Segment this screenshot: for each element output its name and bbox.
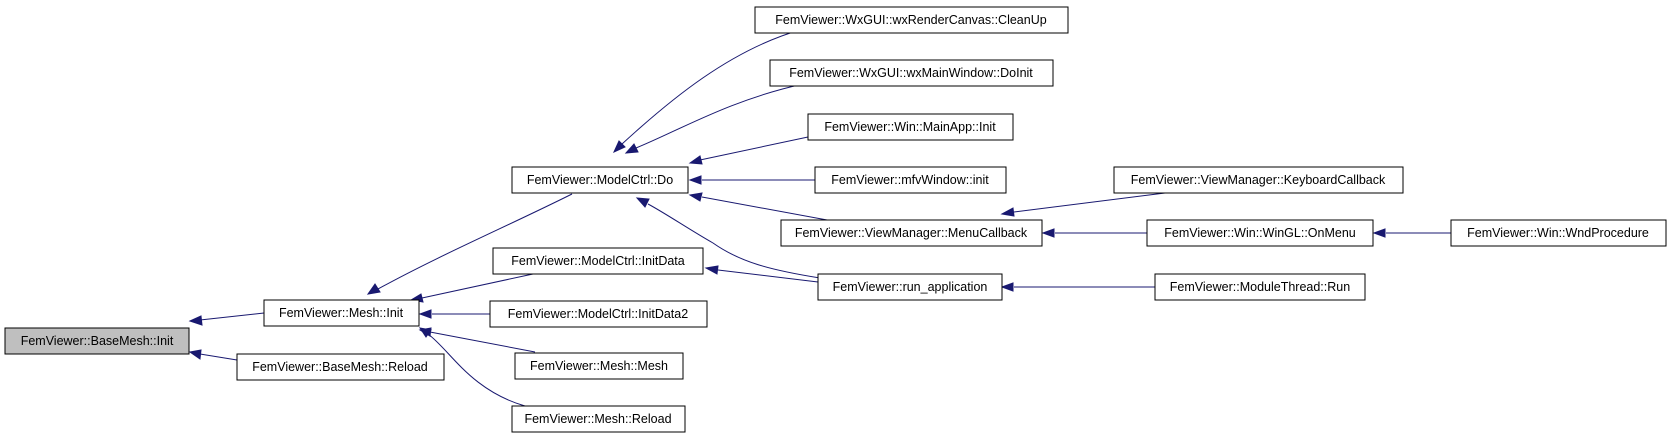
edge-doinit-to-modelctrl-do bbox=[624, 83, 804, 154]
node-label: FemViewer::ModelCtrl::InitData2 bbox=[508, 307, 688, 321]
node-mfvwindow-init[interactable]: FemViewer::mfvWindow::init bbox=[814, 166, 1007, 194]
edge-mesh-init-to-basemesh-init bbox=[188, 312, 265, 326]
node-mainapp-init[interactable]: FemViewer::Win::MainApp::Init bbox=[807, 113, 1014, 141]
node-label: FemViewer::BaseMesh::Init bbox=[21, 334, 174, 348]
node-win-wndprocedure[interactable]: FemViewer::Win::WndProcedure bbox=[1450, 219, 1667, 247]
node-modulethread-run[interactable]: FemViewer::ModuleThread::Run bbox=[1154, 273, 1366, 301]
node-label: FemViewer::WxGUI::wxMainWindow::DoInit bbox=[789, 66, 1033, 80]
node-label: FemViewer::BaseMesh::Reload bbox=[252, 360, 428, 374]
edge-onmenu-to-menucallback bbox=[1041, 228, 1147, 238]
node-modelctrl-initdata2[interactable]: FemViewer::ModelCtrl::InitData2 bbox=[489, 300, 708, 328]
node-viewmanager-keyboardcallback[interactable]: FemViewer::ViewManager::KeyboardCallback bbox=[1113, 166, 1404, 194]
node-wxmainwindow-doinit[interactable]: FemViewer::WxGUI::wxMainWindow::DoInit bbox=[769, 59, 1054, 87]
node-label: FemViewer::ModuleThread::Run bbox=[1170, 280, 1350, 294]
edge-modelctrl-initdata2-to-mesh-init bbox=[418, 309, 490, 319]
node-label: FemViewer::ViewManager::KeyboardCallback bbox=[1131, 173, 1386, 187]
node-label: FemViewer::mfvWindow::init bbox=[831, 173, 989, 187]
edge-modelctrl-do-to-mesh-init bbox=[366, 193, 573, 295]
node-wingl-onmenu[interactable]: FemViewer::Win::WinGL::OnMenu bbox=[1146, 219, 1374, 247]
node-label: FemViewer::ViewManager::MenuCallback bbox=[795, 226, 1028, 240]
edge-wndprocedure-to-onmenu bbox=[1372, 228, 1451, 238]
node-label: FemViewer::Win::WinGL::OnMenu bbox=[1164, 226, 1356, 240]
node-mesh-mesh[interactable]: FemViewer::Mesh::Mesh bbox=[514, 352, 684, 380]
edge-run-application-to-modelctrl-do bbox=[635, 197, 821, 279]
node-label: FemViewer::WxGUI::wxRenderCanvas::CleanU… bbox=[775, 13, 1046, 27]
node-mesh-reload[interactable]: FemViewer::Mesh::Reload bbox=[511, 405, 686, 433]
node-modelctrl-initdata[interactable]: FemViewer::ModelCtrl::InitData bbox=[492, 247, 704, 275]
edge-cleanup-to-modelctrl-do bbox=[612, 29, 801, 154]
edge-keyboardcallback-to-menucallback bbox=[1000, 192, 1166, 217]
node-viewmanager-menucallback[interactable]: FemViewer::ViewManager::MenuCallback bbox=[780, 219, 1043, 247]
edge-modulethread-run-to-run-application bbox=[1000, 282, 1155, 292]
node-mesh-init[interactable]: FemViewer::Mesh::Init bbox=[263, 299, 420, 327]
node-label: FemViewer::run_application bbox=[833, 280, 988, 294]
node-label: FemViewer::Mesh::Mesh bbox=[530, 359, 668, 373]
node-label: FemViewer::Win::MainApp::Init bbox=[824, 120, 996, 134]
node-label: FemViewer::Win::WndProcedure bbox=[1467, 226, 1649, 240]
edge-mesh-reload-to-mesh-init bbox=[418, 327, 526, 407]
edge-mfvwindow-init-to-modelctrl-do bbox=[688, 175, 815, 185]
node-basemesh-init[interactable]: FemViewer::BaseMesh::Init bbox=[4, 327, 190, 355]
node-run-application[interactable]: FemViewer::run_application bbox=[817, 273, 1003, 301]
node-basemesh-reload[interactable]: FemViewer::BaseMesh::Reload bbox=[236, 353, 445, 381]
edge-modelctrl-initdata-to-mesh-init bbox=[409, 273, 534, 303]
node-wxrendercanvas-cleanup[interactable]: FemViewer::WxGUI::wxRenderCanvas::CleanU… bbox=[754, 6, 1069, 34]
node-label: FemViewer::Mesh::Reload bbox=[524, 412, 671, 426]
node-label: FemViewer::ModelCtrl::InitData bbox=[511, 254, 684, 268]
edge-mesh-mesh-to-mesh-init bbox=[418, 327, 536, 353]
node-modelctrl-do[interactable]: FemViewer::ModelCtrl::Do bbox=[511, 166, 689, 194]
edge-mainapp-init-to-modelctrl-do bbox=[688, 136, 809, 165]
node-label: FemViewer::ModelCtrl::Do bbox=[527, 173, 673, 187]
edge-run-application-to-modelctrl-initdata bbox=[704, 265, 819, 283]
edge-basemesh-reload-to-basemesh-init bbox=[188, 349, 238, 361]
node-label: FemViewer::Mesh::Init bbox=[279, 306, 404, 320]
edge-menucallback-to-modelctrl-do bbox=[688, 192, 839, 223]
nodes: FemViewer::BaseMesh::Init FemViewer::Mes… bbox=[4, 6, 1667, 433]
